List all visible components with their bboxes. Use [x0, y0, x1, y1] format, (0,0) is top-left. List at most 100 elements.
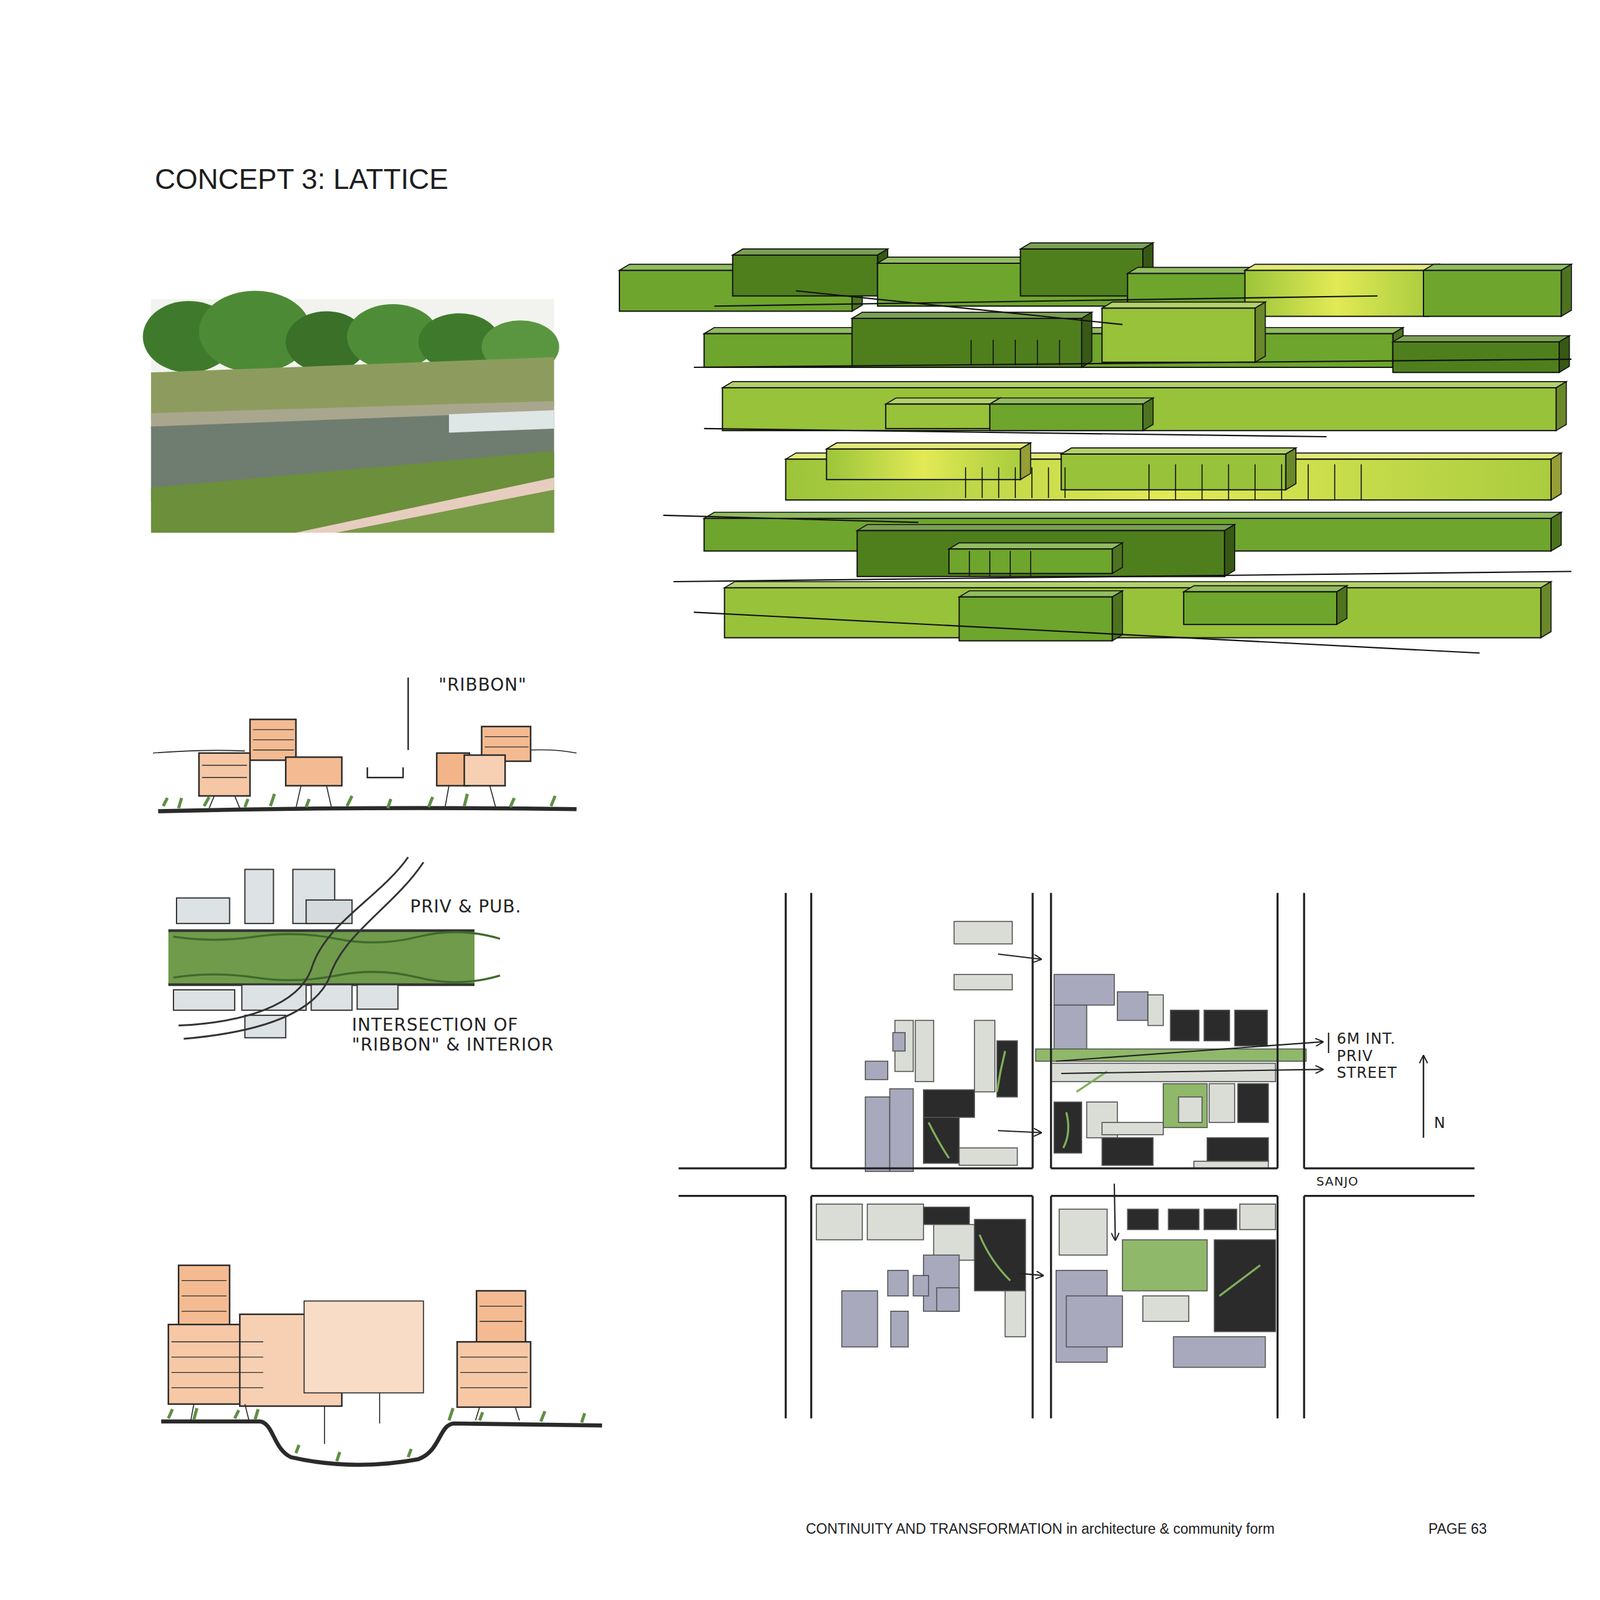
fin [1014, 340, 1016, 366]
building-block [816, 1204, 863, 1241]
bar-top [948, 542, 1123, 549]
bar-front [722, 387, 1557, 431]
building-block [841, 1290, 878, 1348]
building-block [892, 1032, 905, 1052]
page-number: PAGE 63 [1428, 1520, 1487, 1538]
building-block [913, 1275, 929, 1296]
building-block [958, 1147, 1018, 1166]
green-path [996, 1051, 1005, 1093]
site-plan-lines [678, 892, 1475, 1418]
fin [1048, 467, 1050, 498]
building-block [1122, 1239, 1208, 1291]
building-block [889, 1088, 914, 1172]
bar-side [1142, 397, 1153, 431]
fin [1064, 467, 1067, 498]
building-block [887, 1270, 909, 1296]
building-block [923, 1117, 960, 1164]
lattice-line [693, 612, 1480, 653]
building-block [1059, 1209, 1107, 1255]
bar-front [1245, 270, 1430, 317]
bar-front [958, 597, 1112, 642]
building-block [953, 974, 1013, 990]
bar-side [1285, 447, 1296, 490]
bar-top [1393, 335, 1570, 342]
building-block [1066, 1295, 1123, 1347]
bar-top [724, 581, 1552, 588]
fin [1175, 464, 1177, 501]
building-block [1054, 1005, 1088, 1052]
bar-top [1423, 264, 1572, 271]
lattice-line [795, 290, 1123, 324]
bar-front [1101, 307, 1255, 362]
fin [1014, 467, 1016, 498]
lattice-line [673, 571, 1572, 582]
bar-front [826, 449, 1021, 480]
bar-top [1061, 447, 1296, 455]
fin [1254, 464, 1256, 501]
bar-top [732, 249, 888, 256]
bar-top [885, 397, 1001, 404]
bar-top [1127, 267, 1260, 274]
fin [965, 467, 967, 498]
fin [1030, 551, 1032, 577]
building-block [953, 921, 1013, 945]
building-block [923, 1089, 975, 1117]
bar-front [732, 255, 878, 297]
bar-side [1224, 524, 1235, 577]
lattice-line [663, 515, 919, 523]
building-block [1101, 1122, 1164, 1135]
lattice-line [704, 428, 1327, 437]
building-block [867, 1204, 924, 1241]
site-plan [816, 921, 1307, 1368]
bar-front [857, 530, 1225, 577]
north-label: N [1433, 1114, 1446, 1133]
bar-top [989, 397, 1154, 404]
building-block [923, 1207, 970, 1225]
building-block [865, 1097, 891, 1172]
bar-side [1112, 542, 1123, 573]
bar-top [958, 590, 1123, 598]
bar-side [1020, 442, 1031, 480]
bar-front [1183, 591, 1337, 625]
building-block [1173, 1336, 1265, 1368]
plan-sketch [168, 857, 500, 1039]
building-block [1193, 1161, 1268, 1169]
building-block [1147, 994, 1164, 1026]
bar-front [1393, 341, 1560, 373]
street-label: SANJO [1316, 1174, 1359, 1189]
building-block [1207, 1137, 1269, 1162]
bar-side [1254, 302, 1265, 363]
green-path [1063, 1112, 1069, 1149]
building-block [890, 1311, 909, 1348]
building-block [996, 1040, 1018, 1098]
building-block [1234, 1010, 1268, 1047]
building-block [1239, 1204, 1276, 1230]
bar-side [1556, 381, 1566, 431]
fin [989, 551, 991, 577]
building-block [1170, 1010, 1199, 1041]
building-block [915, 1020, 935, 1082]
fin [970, 340, 972, 366]
fin [1009, 551, 1011, 577]
bar-top [1183, 585, 1348, 593]
bar-top [704, 512, 1562, 519]
bar-front [852, 318, 1083, 368]
building-block [974, 1020, 995, 1092]
bar-side [1560, 264, 1571, 317]
bar-top [722, 381, 1566, 388]
bar-top [1101, 302, 1266, 309]
street-label: 6M INT. PRIV STREET [1336, 1030, 1418, 1083]
building-block [1214, 1239, 1276, 1332]
bar-front [885, 403, 990, 429]
building-block [1204, 1209, 1238, 1230]
fin [1280, 464, 1283, 501]
page-title: CONCEPT 3: LATTICE [154, 162, 449, 196]
sketch-label: PRIV & PUB. [410, 896, 522, 917]
fin [968, 551, 971, 577]
building-block [1142, 1295, 1189, 1322]
fin [1148, 464, 1150, 501]
bar-side [1540, 581, 1551, 639]
footer-text: CONTINUITY AND TRANSFORMATION in archite… [805, 1520, 1275, 1538]
river-photo [143, 290, 560, 533]
